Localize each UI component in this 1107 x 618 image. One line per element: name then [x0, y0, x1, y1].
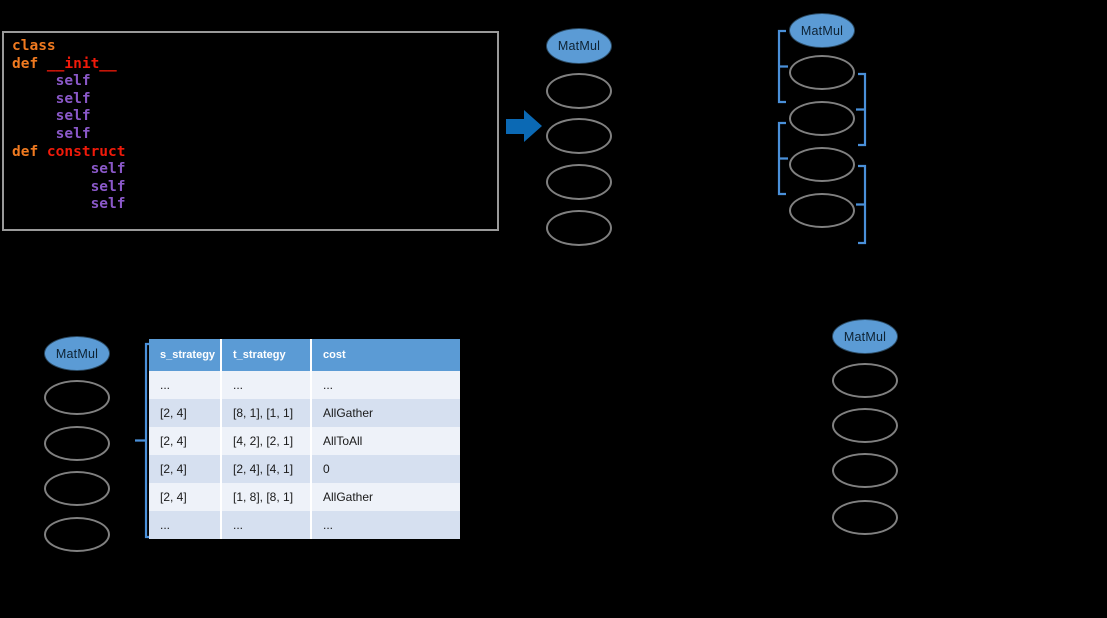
- code-token-self: self: [55, 108, 91, 125]
- cell-cost: ...: [311, 511, 460, 539]
- code-line: self: [12, 73, 126, 91]
- code-line: self: [12, 179, 126, 197]
- node-label: MatMul: [843, 329, 887, 344]
- graph-top-left: MatMul: [546, 28, 616, 246]
- code-token-function: __init__: [46, 55, 117, 72]
- node-blank-2[interactable]: [789, 101, 855, 136]
- node-blank-1[interactable]: [832, 363, 898, 398]
- column-header-cost[interactable]: cost: [311, 339, 460, 371]
- right-arrow-icon: [506, 119, 526, 134]
- table-row[interactable]: [2, 4][2, 4], [4, 1]0: [149, 455, 460, 483]
- node-matmul-bottom-left[interactable]: MatMul: [44, 336, 110, 371]
- graph-top-right: MatMul: [789, 13, 859, 228]
- node-blank-4[interactable]: [546, 210, 612, 246]
- node-matmul-top-left[interactable]: MatMul: [546, 28, 612, 64]
- node-blank-3[interactable]: [44, 471, 110, 506]
- code-token-self: self: [90, 196, 126, 213]
- node-blank-4[interactable]: [832, 500, 898, 535]
- cell-cost: 0: [311, 455, 460, 483]
- cell-cost: AllToAll: [311, 427, 460, 455]
- code-line: def __init__: [12, 56, 126, 74]
- table-row[interactable]: .........: [149, 511, 460, 539]
- bracket-left-top-pair-1: [777, 29, 788, 104]
- node-blank-3[interactable]: [832, 453, 898, 488]
- cell-s-strategy: [2, 4]: [149, 483, 222, 511]
- code-token-self: self: [90, 161, 126, 178]
- table-row[interactable]: .........: [149, 371, 460, 399]
- cell-s-strategy: [2, 4]: [149, 427, 222, 455]
- node-label: MatMul: [800, 23, 844, 38]
- cell-s-strategy: [2, 4]: [149, 399, 222, 427]
- graph-bottom-left: MatMul: [44, 336, 114, 552]
- code-line: self: [12, 91, 126, 109]
- node-label: MatMul: [557, 39, 601, 53]
- code-token-self: self: [90, 178, 126, 195]
- node-matmul-bottom-right[interactable]: MatMul: [832, 319, 898, 354]
- code-line: self: [12, 196, 126, 214]
- code-line: def construct: [12, 144, 126, 162]
- cell-t-strategy: [1, 8], [8, 1]: [221, 483, 312, 511]
- code-line: self: [12, 126, 126, 144]
- cell-cost: AllGather: [311, 399, 460, 427]
- table-body: .........[2, 4][8, 1], [1, 1]AllGather[2…: [149, 371, 460, 539]
- node-blank-4[interactable]: [789, 193, 855, 228]
- node-blank-1[interactable]: [789, 55, 855, 90]
- cost-table: s_strategy t_strategy cost .........[2, …: [149, 339, 460, 539]
- table-row[interactable]: [2, 4][1, 8], [8, 1]AllGather: [149, 483, 460, 511]
- node-matmul-top-right[interactable]: MatMul: [789, 13, 855, 48]
- cell-t-strategy: ...: [221, 511, 312, 539]
- table-row[interactable]: [2, 4][4, 2], [2, 1]AllToAll: [149, 427, 460, 455]
- cell-s-strategy: [2, 4]: [149, 455, 222, 483]
- node-blank-2[interactable]: [546, 118, 612, 154]
- cell-s-strategy: ...: [149, 371, 222, 399]
- node-blank-1[interactable]: [44, 380, 110, 415]
- node-blank-4[interactable]: [44, 517, 110, 552]
- table-row[interactable]: [2, 4][8, 1], [1, 1]AllGather: [149, 399, 460, 427]
- node-blank-3[interactable]: [546, 164, 612, 200]
- bracket-left-top-pair-2: [777, 121, 788, 196]
- cell-s-strategy: ...: [149, 511, 222, 539]
- cell-t-strategy: [2, 4], [4, 1]: [221, 455, 312, 483]
- code-line: class: [12, 38, 126, 56]
- node-label: MatMul: [55, 346, 99, 361]
- code-token-self: self: [55, 125, 91, 142]
- node-blank-2[interactable]: [832, 408, 898, 443]
- node-blank-2[interactable]: [44, 426, 110, 461]
- node-blank-1[interactable]: [546, 73, 612, 109]
- code-token-keyword: class: [12, 38, 56, 54]
- cell-t-strategy: [8, 1], [1, 1]: [221, 399, 312, 427]
- code-line: self: [12, 161, 126, 179]
- column-header-t-strategy[interactable]: t_strategy: [221, 339, 312, 371]
- table-header-row: s_strategy t_strategy cost: [149, 339, 460, 371]
- code-token-function: construct: [46, 143, 126, 160]
- cell-t-strategy: [4, 2], [2, 1]: [221, 427, 312, 455]
- node-blank-3[interactable]: [789, 147, 855, 182]
- graph-bottom-right: MatMul: [832, 319, 902, 535]
- right-arrow-head-icon: [524, 110, 542, 142]
- code-line: self: [12, 108, 126, 126]
- code-token-keyword: def: [12, 55, 47, 72]
- code-token-self: self: [55, 73, 91, 90]
- code-token-keyword: def: [12, 143, 47, 160]
- column-header-s-strategy[interactable]: s_strategy: [149, 339, 222, 371]
- cell-t-strategy: ...: [221, 371, 312, 399]
- cell-cost: ...: [311, 371, 460, 399]
- cell-cost: AllGather: [311, 483, 460, 511]
- code-token-self: self: [55, 90, 91, 107]
